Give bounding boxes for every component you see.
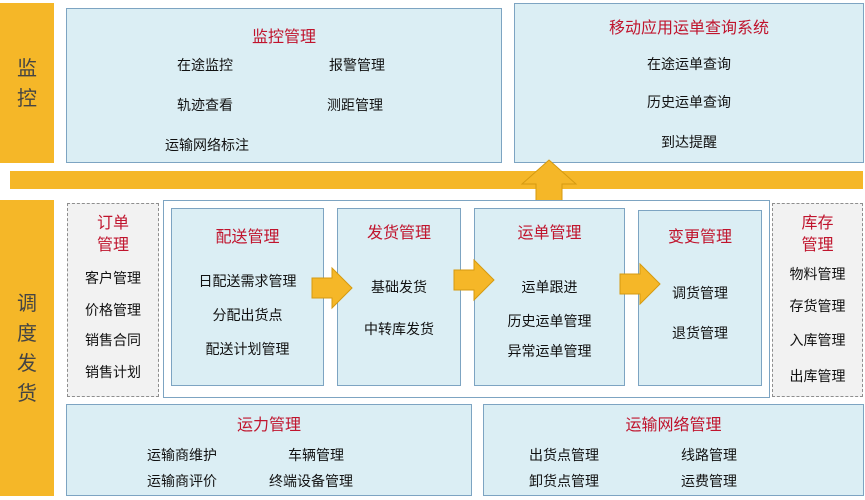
inventory-item: 出库管理 — [789, 369, 846, 385]
network-management-title: 运输网络管理 — [625, 415, 722, 434]
network-management-box: 运输网络管理 出货点管理 线路管理 卸货点管理 运费管理 — [483, 404, 864, 496]
sidebar-dispatch-char: 货 — [17, 381, 37, 405]
network-item: 运费管理 — [681, 474, 737, 490]
right-arrow-icon — [619, 262, 661, 306]
waybill-item: 历史运单管理 — [507, 314, 592, 330]
mobile-query-title: 移动应用运单查询系统 — [608, 18, 769, 37]
delivery-management-box: 配送管理 日配送需求管理 分配出货点 配送计划管理 — [171, 208, 324, 386]
monitor-item: 测距管理 — [327, 98, 383, 114]
waybill-item: 异常运单管理 — [507, 344, 592, 360]
shipping-item: 基础发货 — [371, 280, 427, 296]
order-item: 价格管理 — [85, 303, 141, 319]
inventory-title-line: 管理 — [801, 235, 834, 254]
waybill-management-box: 运单管理 运单跟进 历史运单管理 异常运单管理 — [474, 208, 625, 386]
shipping-item: 中转库发货 — [364, 322, 434, 338]
shipping-management-title: 发货管理 — [366, 223, 431, 242]
inventory-item: 物料管理 — [789, 267, 846, 283]
shipping-management-box: 发货管理 基础发货 中转库发货 — [337, 208, 461, 386]
network-item: 卸货点管理 — [529, 474, 599, 490]
sidebar-dispatch-char: 发 — [17, 351, 37, 375]
monitor-item: 轨迹查看 — [177, 98, 233, 114]
mobile-item: 历史运单查询 — [647, 95, 731, 111]
capacity-item: 运输商维护 — [147, 448, 217, 464]
delivery-management-title: 配送管理 — [215, 227, 280, 246]
monitor-item: 运输网络标注 — [165, 138, 249, 154]
connector-band — [10, 171, 863, 189]
sidebar-dispatch: 调 度 发 货 — [0, 200, 54, 496]
monitor-item: 在途监控 — [177, 58, 233, 74]
mobile-query-box: 移动应用运单查询系统 在途运单查询 历史运单查询 到达提醒 — [514, 3, 864, 163]
sidebar-monitor-char: 监 — [17, 56, 37, 80]
capacity-management-box: 运力管理 运输商维护 车辆管理 运输商评价 终端设备管理 — [66, 404, 472, 496]
capacity-management-title: 运力管理 — [236, 415, 301, 434]
order-item: 销售合同 — [85, 333, 141, 349]
order-management-title: 订单 管理 — [68, 212, 158, 256]
inventory-title-line: 库存 — [801, 213, 834, 232]
order-management-box: 订单 管理 客户管理 价格管理 销售合同 销售计划 — [67, 203, 159, 397]
sidebar-monitor-char: 控 — [17, 86, 37, 110]
monitor-item: 报警管理 — [329, 58, 385, 74]
inventory-item: 入库管理 — [789, 333, 846, 349]
sidebar-dispatch-char: 调 — [17, 291, 37, 315]
delivery-item: 日配送需求管理 — [198, 274, 297, 290]
delivery-item: 配送计划管理 — [205, 342, 290, 358]
waybill-management-title: 运单管理 — [517, 223, 582, 242]
waybill-item: 运单跟进 — [521, 280, 578, 296]
inventory-management-title: 库存 管理 — [773, 212, 862, 256]
mobile-item: 在途运单查询 — [647, 57, 731, 73]
monitor-management-box: 监控管理 在途监控 报警管理 轨迹查看 测距管理 运输网络标注 — [66, 8, 502, 163]
inventory-item: 存货管理 — [789, 299, 846, 315]
mobile-item: 到达提醒 — [661, 135, 717, 151]
inventory-management-box: 库存 管理 物料管理 存货管理 入库管理 出库管理 — [772, 203, 863, 397]
order-title-line: 管理 — [96, 235, 129, 254]
capacity-item: 运输商评价 — [147, 474, 217, 490]
order-item: 销售计划 — [85, 365, 141, 381]
network-item: 出货点管理 — [529, 448, 599, 464]
right-arrow-icon — [311, 266, 353, 310]
order-item: 客户管理 — [85, 271, 141, 287]
sidebar-monitor: 监 控 — [0, 3, 54, 163]
right-arrow-icon — [453, 258, 495, 302]
capacity-item: 终端设备管理 — [269, 474, 353, 490]
monitor-management-title: 监控管理 — [251, 27, 316, 46]
change-item: 调货管理 — [672, 286, 728, 302]
delivery-item: 分配出货点 — [212, 308, 283, 324]
capacity-item: 车辆管理 — [288, 448, 344, 464]
change-item: 退货管理 — [672, 326, 728, 342]
change-management-box: 变更管理 调货管理 退货管理 — [638, 210, 762, 386]
network-item: 线路管理 — [681, 448, 737, 464]
sidebar-dispatch-char: 度 — [17, 321, 37, 345]
order-title-line: 订单 — [96, 213, 129, 232]
change-management-title: 变更管理 — [667, 227, 732, 246]
